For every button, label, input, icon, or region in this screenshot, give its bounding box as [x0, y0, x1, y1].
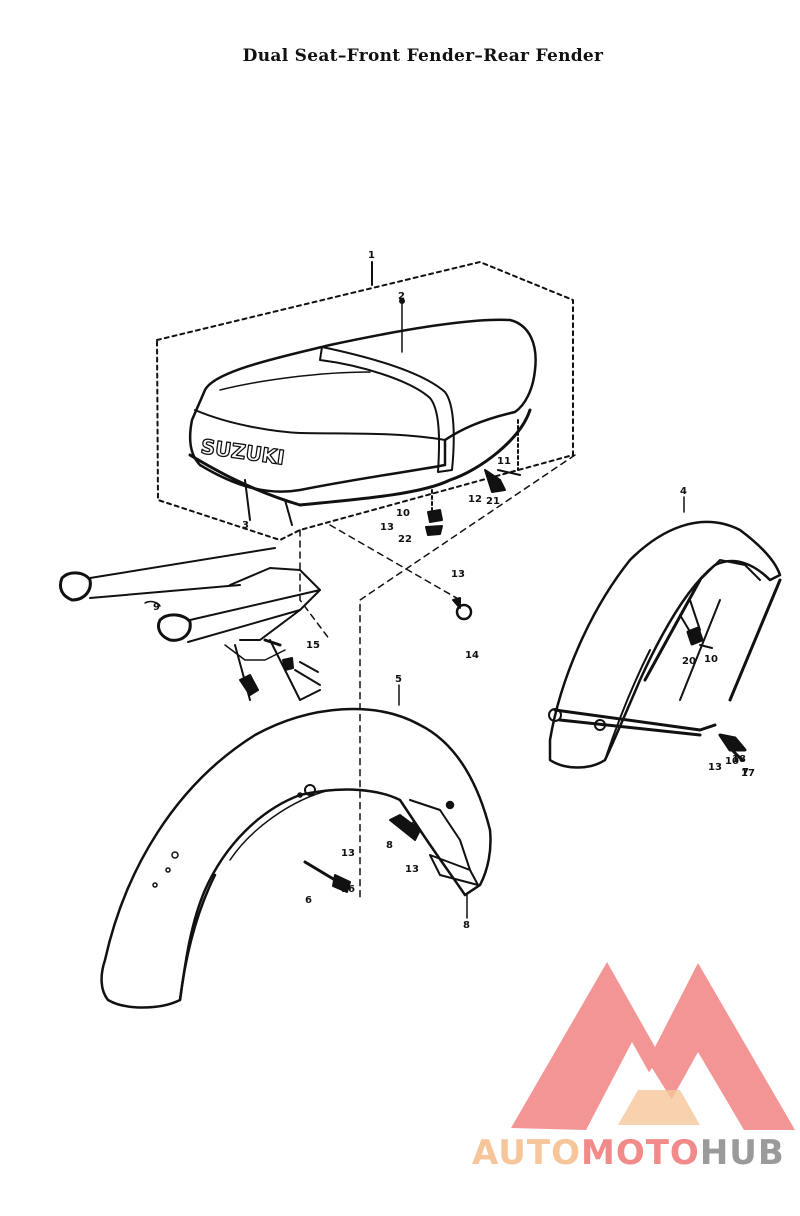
- watermark-text: AUTOMOTOHUB: [472, 1133, 785, 1173]
- seat-bottom-edge: [188, 408, 532, 507]
- watermark-logo: [511, 962, 795, 1130]
- callout-8b: 8: [463, 920, 470, 931]
- nut-14: [455, 603, 473, 621]
- callout-22: 22: [398, 534, 412, 545]
- callout-13a: 13: [380, 522, 394, 533]
- callout-9: 9: [153, 602, 160, 613]
- callout-17: 17: [741, 768, 755, 779]
- seat-logo: SUZUKI: [199, 434, 286, 470]
- callout-10b: 10: [704, 654, 718, 665]
- callouts: 1 2 3 4 5 6 7 8 8 9 10 10 10 11 12 13 13…: [153, 250, 755, 931]
- seat-assembly-outline: [156, 261, 574, 541]
- seat-strap: [319, 346, 455, 473]
- diagram-title: Dual Seat–Front Fender–Rear Fender: [242, 46, 604, 66]
- front-fender: [548, 520, 782, 769]
- callout-1: 1: [368, 250, 375, 261]
- callout-6: 6: [305, 895, 312, 906]
- rear-fender-bolts: [303, 814, 421, 893]
- callout-2: 2: [398, 291, 405, 302]
- callout-16: 16: [341, 884, 355, 895]
- callout-18: 18: [732, 754, 746, 765]
- front-fender-stays: [548, 578, 782, 762]
- watermark-moto: MOTO: [580, 1133, 700, 1173]
- seat-cushion: [188, 318, 537, 493]
- seat-hinge: [244, 479, 293, 526]
- watermark-hub: HUB: [699, 1133, 785, 1173]
- seat-top-line: [219, 371, 371, 391]
- callout-10a: 10: [396, 508, 410, 519]
- callout-13c: 13: [341, 848, 355, 859]
- seat-side-panel: [194, 409, 446, 441]
- rear-fender: [100, 707, 492, 1009]
- callout-11: 11: [497, 456, 511, 467]
- callout-13b: 13: [451, 569, 465, 580]
- callout-7: 7: [742, 767, 749, 778]
- callout-13e: 13: [708, 762, 722, 773]
- callout-21: 21: [486, 496, 500, 507]
- callout-8a: 8: [386, 840, 393, 851]
- dual-seat: SUZUKI: [188, 298, 537, 526]
- seat-latch-hardware: [425, 419, 521, 536]
- callout-14: 14: [465, 650, 479, 661]
- callout-20: 20: [682, 656, 696, 667]
- callout-15: 15: [306, 640, 320, 651]
- callout-10c: 10: [725, 756, 739, 767]
- callout-12: 12: [468, 494, 482, 505]
- callout-3: 3: [242, 520, 249, 531]
- callout-5: 5: [395, 674, 402, 685]
- watermark-auto: AUTO: [472, 1133, 581, 1173]
- callout-4: 4: [680, 486, 687, 497]
- frame-section: [58, 547, 321, 701]
- bolt-2-head: [399, 298, 405, 304]
- callout-13d: 13: [405, 864, 419, 875]
